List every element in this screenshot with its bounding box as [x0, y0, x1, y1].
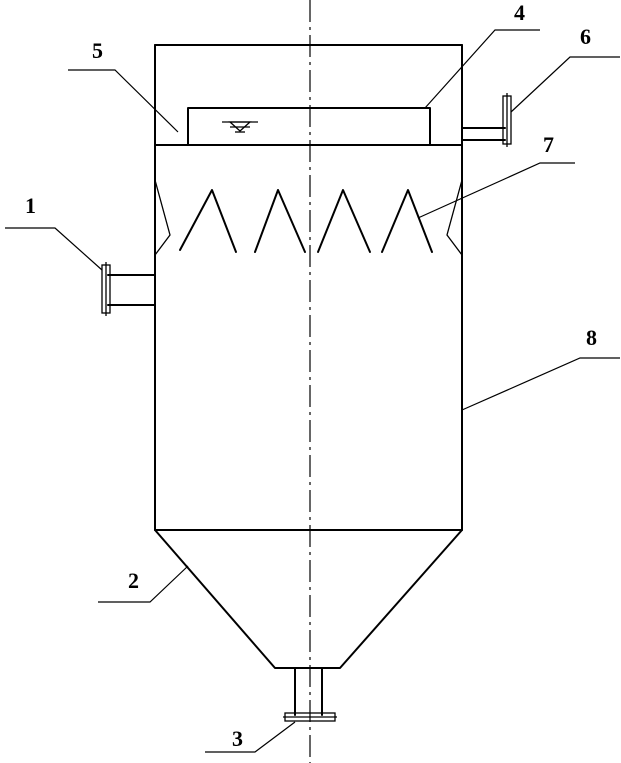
- leader-5: [68, 69, 179, 133]
- zigzag-baffles: [179, 189, 433, 253]
- vessel-body: [154, 44, 463, 531]
- label-3: 3: [232, 726, 243, 751]
- label-7: 7: [543, 132, 554, 157]
- label-8: 8: [586, 325, 597, 350]
- leader-1: [5, 227, 103, 271]
- leader-2: [98, 565, 189, 603]
- overflow-trough: [154, 107, 506, 146]
- leader-3: [205, 721, 296, 753]
- label-4: 4: [514, 0, 525, 25]
- leader-4: [424, 29, 540, 109]
- label-2: 2: [128, 568, 139, 593]
- leader-7: [417, 162, 575, 219]
- water-level-symbol: [222, 121, 258, 133]
- conical-bottom: [154, 529, 463, 669]
- outlet-pipe: [502, 93, 512, 147]
- inlet-pipe: [101, 262, 156, 316]
- label-6: 6: [580, 24, 591, 49]
- label-1: 1: [25, 193, 36, 218]
- leader-6: [510, 56, 620, 113]
- label-5: 5: [92, 38, 103, 63]
- wall-wedges: [154, 179, 463, 256]
- leader-8: [461, 357, 620, 411]
- leader-lines: [5, 29, 620, 753]
